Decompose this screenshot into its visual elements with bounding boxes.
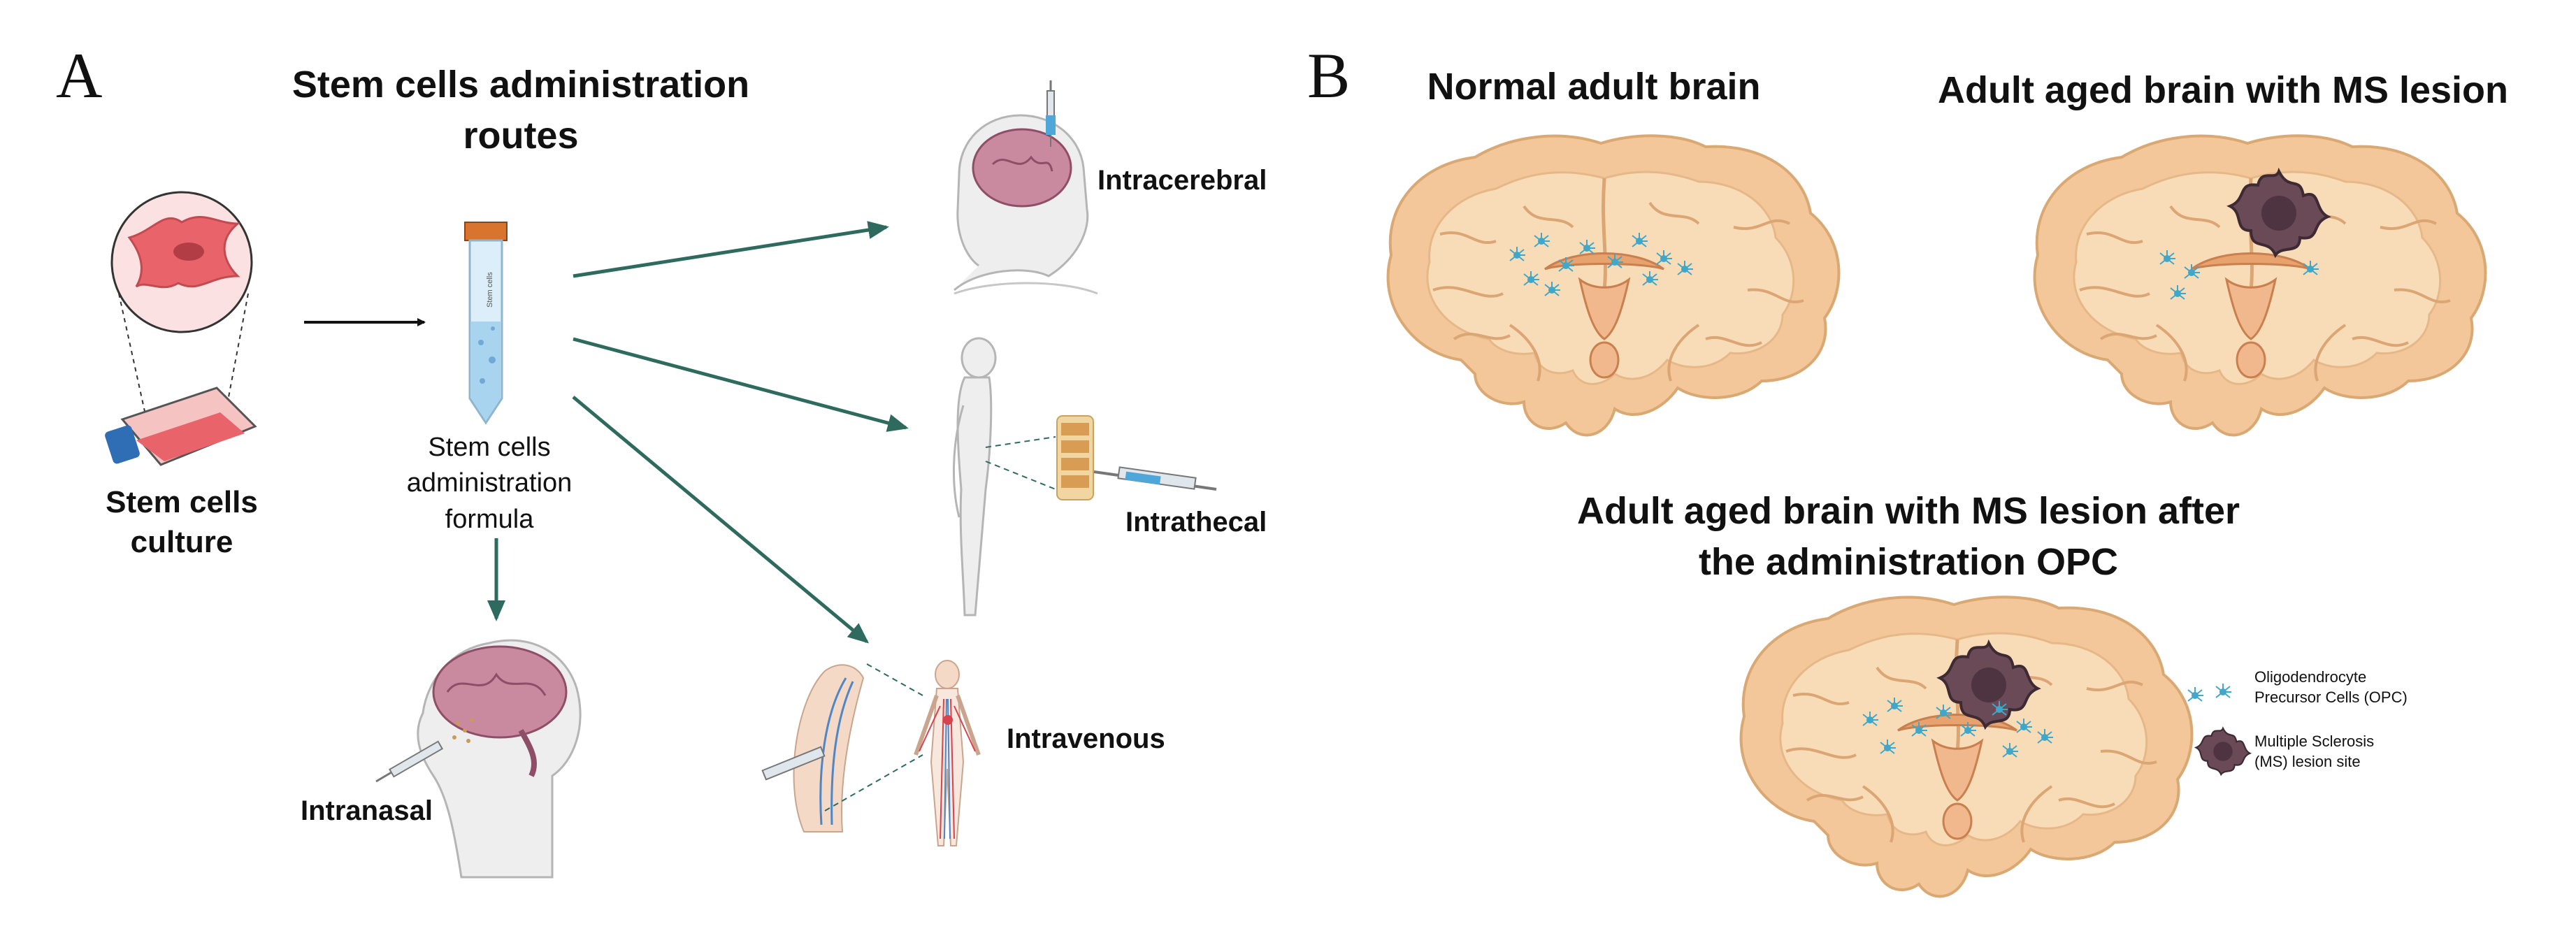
aged-brain-title: Adult aged brain with MS lesion	[1937, 69, 2509, 111]
intracerebral-head-icon	[954, 80, 1098, 295]
after-opc-title-line1: Adult aged brain with MS lesion after	[1576, 490, 2240, 532]
panel-a-title-line2: routes	[463, 114, 579, 157]
after-opc-title-line2: the administration OPC	[1698, 540, 2119, 583]
legend-ms-label: Multiple Sclerosis (MS) lesion site	[2254, 732, 2464, 772]
tube-label: Stem cells	[486, 272, 494, 308]
culture-line1: Stem cells	[106, 485, 258, 519]
formula-tube-icon	[464, 222, 508, 425]
legend-opc-label: Oligodendrocyte Precursor Cells (OPC)	[2254, 668, 2464, 707]
opc-treated-brain-illustration	[1741, 597, 2192, 896]
route-intracerebral-label: Intracerebral	[1098, 165, 1267, 196]
legend-ms-line2: (MS) lesion site	[2254, 752, 2361, 770]
culture-line2: culture	[130, 525, 233, 560]
intranasal-head-icon	[375, 639, 582, 879]
intravenous-icon	[761, 660, 981, 846]
formula-line3: formula	[445, 504, 534, 534]
formula-line1: Stem cells	[428, 433, 551, 462]
formula-label: Stem cells administration formula	[388, 430, 591, 537]
legend-opc-line2: Precursor Cells (OPC)	[2254, 688, 2408, 706]
panel-a-title-line1: Stem cells administration	[292, 64, 750, 106]
ms-lesion-brain-illustration	[2035, 136, 2486, 435]
normal-brain-illustration	[1388, 136, 1839, 435]
legend-ms-line1: Multiple Sclerosis	[2254, 733, 2375, 750]
arrow-to-intrathecal	[573, 337, 909, 432]
arrow-to-intravenous	[572, 396, 870, 644]
panel-a-title: Stem cells administration routes	[231, 59, 811, 161]
panel-b-letter: B	[1307, 40, 1351, 111]
formula-line2: administration	[406, 468, 573, 498]
route-intranasal-label: Intranasal	[301, 795, 433, 826]
cell-magnification-circle	[110, 191, 253, 438]
stem-cells-culture-label: Stem cells culture	[77, 482, 287, 562]
after-opc-title: Adult aged brain with MS lesion after th…	[1503, 486, 2314, 588]
legend-opc-icon	[2187, 683, 2232, 702]
normal-brain-title: Normal adult brain	[1427, 66, 1761, 108]
route-intravenous-label: Intravenous	[1007, 723, 1165, 754]
culture-flask-icon	[105, 387, 257, 466]
legend-ms-lesion-icon	[2195, 727, 2251, 776]
panel-a-letter: A	[56, 40, 103, 111]
intrathecal-body-icon	[952, 337, 1217, 616]
route-intrathecal-label: Intrathecal	[1125, 507, 1267, 537]
arrow-to-intracerebral	[573, 221, 889, 278]
legend-opc-line1: Oligodendrocyte	[2254, 668, 2367, 686]
